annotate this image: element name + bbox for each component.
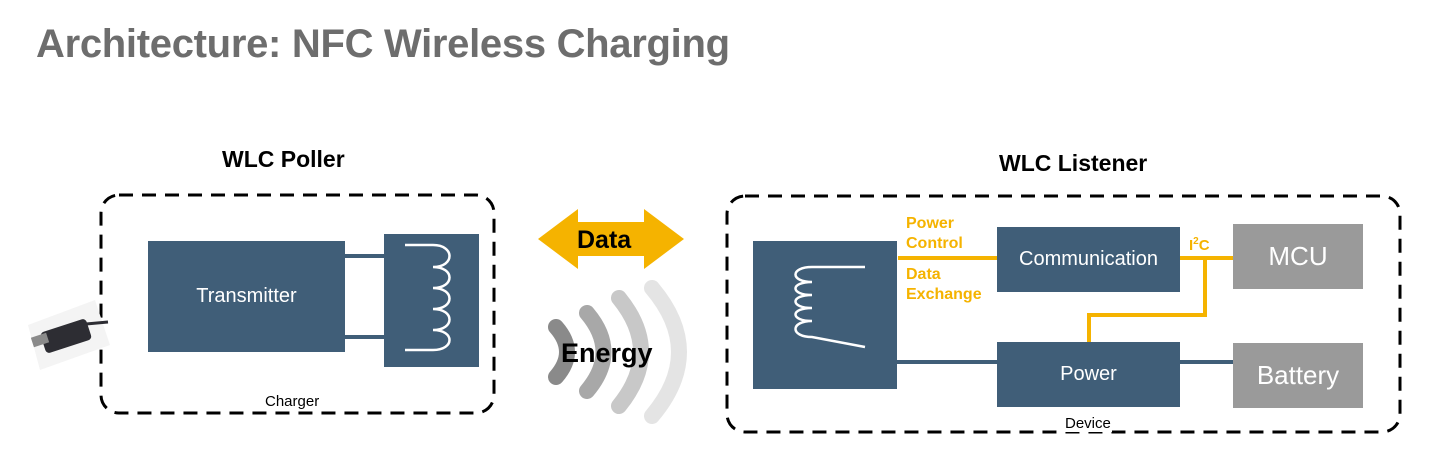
charger-container (99, 193, 496, 415)
communication-block: Communication (997, 227, 1180, 292)
energy-waves-icon (548, 280, 687, 424)
data-exchange-line-2: Exchange (906, 286, 982, 303)
transmitter-block: Transmitter (148, 241, 345, 352)
listener-heading: WLC Listener (999, 150, 1148, 176)
i2c-label-tail: C (1198, 237, 1210, 254)
data-exchange-label: Data Exchange (906, 265, 982, 305)
transmitter-label: Transmitter (196, 285, 297, 307)
i2c-label-sup: 2 (1193, 236, 1199, 247)
data-arrow (538, 209, 684, 269)
page-title: Architecture: NFC Wireless Charging (36, 22, 730, 66)
energy-label: Energy (561, 338, 653, 368)
i2c-label-base: I (1189, 237, 1194, 254)
power-control-label: Power Control (906, 214, 963, 254)
usb-plug-icon (28, 300, 110, 370)
coil-antenna-icon (405, 243, 451, 352)
device-container (725, 194, 1402, 434)
poller-heading: WLC Poller (222, 146, 345, 172)
power-control-line-2: Control (906, 235, 963, 252)
data-label: Data (577, 226, 632, 254)
charger-label: Charger (265, 393, 320, 410)
battery-block: Battery (1233, 343, 1363, 408)
power-label: Power (1060, 363, 1117, 385)
battery-label: Battery (1256, 360, 1340, 390)
data-exchange-line-1: Data (906, 266, 941, 283)
poller-coil-block (384, 234, 479, 367)
mcu-label: MCU (1268, 241, 1328, 271)
communication-label: Communication (1019, 248, 1158, 270)
coil-antenna-icon (794, 265, 866, 349)
i2c-label: I2C (1189, 232, 1210, 256)
listener-coil-block (753, 241, 897, 389)
power-control-line-1: Power (906, 215, 955, 232)
mcu-block: MCU (1233, 224, 1363, 289)
power-block: Power (997, 342, 1180, 407)
device-label: Device (1064, 415, 1112, 432)
i2c-to-power-line (1087, 260, 1207, 342)
